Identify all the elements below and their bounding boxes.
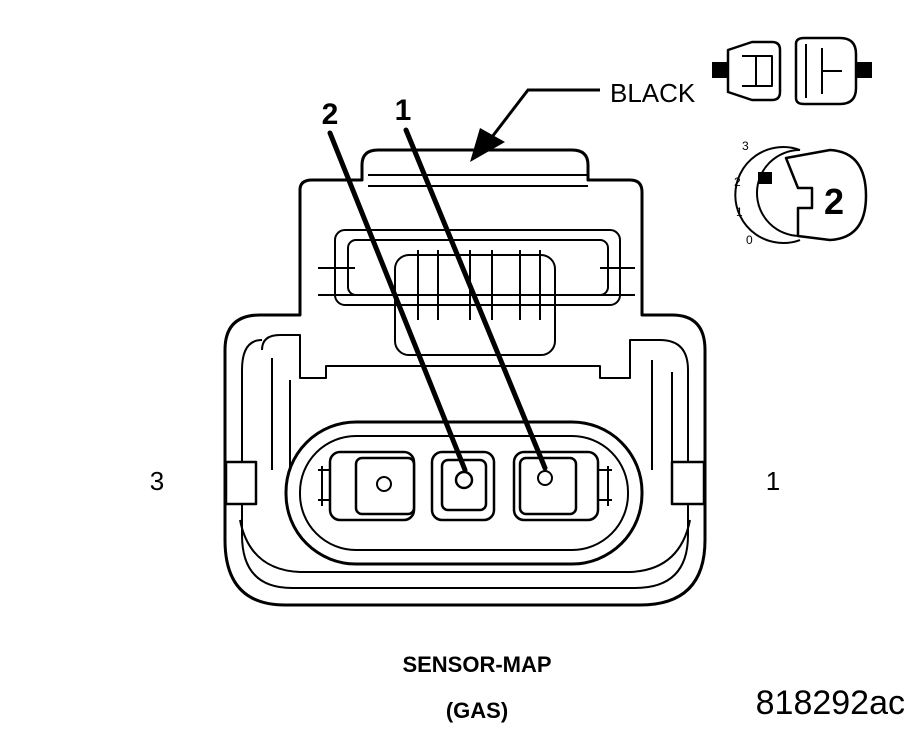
leader-wire-1: [403, 127, 548, 471]
latch-side-tabs: [318, 267, 635, 296]
caption-subtitle: (GAS): [446, 698, 508, 723]
dial-position-3: 3: [742, 139, 749, 153]
body-lower-line: [239, 519, 691, 573]
key-dial-icon: 3 2 1 0 2: [734, 139, 868, 247]
latch-lock-tab: [394, 254, 556, 356]
latch-frame-inner: [347, 239, 609, 296]
leader-color-arrowhead: [470, 128, 505, 162]
side-notch-left: [224, 460, 258, 506]
terminal-cavity: [284, 420, 644, 566]
latch-top-bar: [368, 174, 588, 187]
cavity-label-right: 1: [766, 466, 780, 496]
color-label: BLACK: [610, 78, 696, 108]
cavity-inner: [299, 435, 629, 551]
side-notch-right: [670, 460, 706, 506]
side-rail-left: [271, 358, 291, 470]
dial-position-1: 1: [736, 205, 743, 219]
cavity-label-left: 3: [150, 466, 164, 496]
latch-frame: [334, 229, 621, 306]
leader-wire-2: [327, 130, 468, 473]
dial-key: [784, 148, 868, 242]
connector-inner-rim: [241, 334, 689, 589]
dial-position-0: 0: [746, 233, 753, 247]
terminal-3: [318, 450, 416, 522]
dial-arc: [734, 146, 801, 244]
cavity-outline: [284, 420, 644, 566]
caption-title: SENSOR-MAP: [402, 652, 551, 677]
connector-body: [223, 148, 707, 607]
terminal-2: [430, 450, 496, 522]
side-rail-right: [651, 360, 673, 470]
callout-wire-2-label: 2: [322, 98, 339, 131]
connector-plug-icon: [712, 36, 872, 106]
terminal-1: [512, 450, 612, 522]
callout-leaders: [327, 88, 600, 473]
figure-id: 818292ac: [756, 684, 905, 722]
dial-selected-value: 2: [824, 181, 844, 222]
connector-outer-shell: [223, 148, 707, 607]
leader-color: [480, 88, 600, 151]
callout-wire-1-label: 1: [395, 94, 412, 127]
